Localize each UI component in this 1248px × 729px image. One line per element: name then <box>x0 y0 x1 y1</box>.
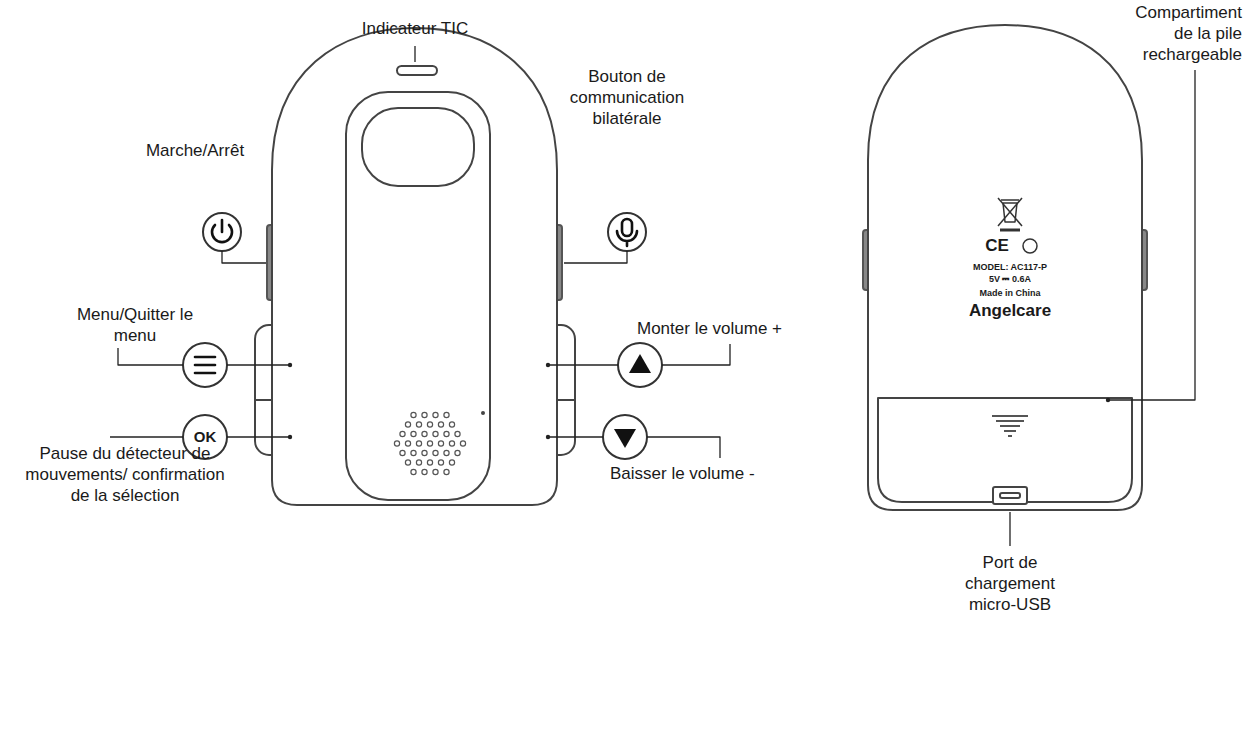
speaker-hole <box>405 460 410 465</box>
weee-symbol <box>998 198 1022 230</box>
speaker-hole <box>438 460 443 465</box>
part-label: Pause du détecteur de mouvements/ confir… <box>20 443 230 506</box>
speaker-hole <box>438 441 443 446</box>
up-arrow-icon <box>629 354 651 373</box>
speaker-hole <box>422 412 427 417</box>
speaker-hole <box>433 412 438 417</box>
brand-name: Angelcare <box>930 300 1090 321</box>
volume-up-button <box>618 343 662 387</box>
mic-icon <box>622 219 632 236</box>
microphone-hole <box>481 411 485 415</box>
menu-icon <box>195 356 215 359</box>
part-label: Baisser le volume - <box>610 463 810 484</box>
front-panel <box>346 92 490 500</box>
label-text: 5V ⎓ 0.6A <box>940 274 1080 285</box>
part-label: Menu/Quitter le menu <box>70 304 200 346</box>
speaker-hole <box>411 412 416 417</box>
leader-line <box>110 46 1195 546</box>
speaker-hole <box>444 450 449 455</box>
button-divider <box>255 399 272 401</box>
part-label: Bouton de communication bilatérale <box>552 66 702 129</box>
speaker-hole <box>444 412 449 417</box>
speaker-hole <box>455 450 460 455</box>
button-divider <box>557 399 575 401</box>
part-label: Monter le volume + <box>637 318 837 339</box>
power-button <box>203 213 241 251</box>
part-label: Indicateur TIC <box>345 18 485 39</box>
certification-mark: CE <box>975 236 1019 256</box>
speaker-hole <box>460 441 465 446</box>
leader-dot <box>288 363 1110 439</box>
usb-port-slot <box>1000 493 1020 498</box>
label-text: Made in China <box>940 288 1080 299</box>
speaker-hole <box>422 431 427 436</box>
speaker-hole <box>444 431 449 436</box>
power-icon <box>221 220 224 232</box>
speaker-hole <box>394 441 399 446</box>
speaker-hole <box>405 441 410 446</box>
back-housing <box>868 25 1142 510</box>
sensor-window <box>362 108 474 186</box>
front-housing <box>272 28 557 505</box>
speaker-hole <box>427 441 432 446</box>
certification-mark <box>1023 239 1037 253</box>
speaker-hole <box>400 431 405 436</box>
speaker-hole <box>455 431 460 436</box>
speaker-hole <box>433 431 438 436</box>
speaker-hole <box>427 460 432 465</box>
speaker-hole <box>427 422 432 427</box>
speaker-hole <box>416 441 421 446</box>
speaker-grille <box>394 412 465 474</box>
part-label: Marche/Arrêt <box>135 140 255 161</box>
label-text: MODEL: AC117-P <box>940 262 1080 273</box>
part-label: Compartiment de la pile rechargeable <box>1112 2 1242 65</box>
talk-button <box>608 213 646 251</box>
speaker-hole <box>433 469 438 474</box>
speaker-hole <box>449 441 454 446</box>
speaker-hole <box>433 450 438 455</box>
menu-icon <box>195 364 215 367</box>
mic-icon <box>617 231 637 246</box>
speaker-hole <box>449 422 454 427</box>
speaker-hole <box>400 450 405 455</box>
part-label: Port de chargement micro-USB <box>950 552 1070 615</box>
tic-indicator <box>397 66 437 75</box>
speaker-hole <box>411 431 416 436</box>
speaker-hole <box>411 450 416 455</box>
speaker-hole <box>416 422 421 427</box>
speaker-hole <box>438 422 443 427</box>
speaker-hole <box>449 460 454 465</box>
speaker-hole <box>405 422 410 427</box>
speaker-hole <box>411 469 416 474</box>
cover-grip <box>992 416 1028 436</box>
volume-down-button <box>603 415 647 459</box>
speaker-hole <box>416 460 421 465</box>
usb-port <box>993 487 1027 504</box>
down-arrow-icon <box>614 429 636 448</box>
speaker-hole <box>444 469 449 474</box>
speaker-hole <box>422 469 427 474</box>
speaker-hole <box>422 450 427 455</box>
menu-button <box>183 343 227 387</box>
menu-icon <box>195 372 215 375</box>
